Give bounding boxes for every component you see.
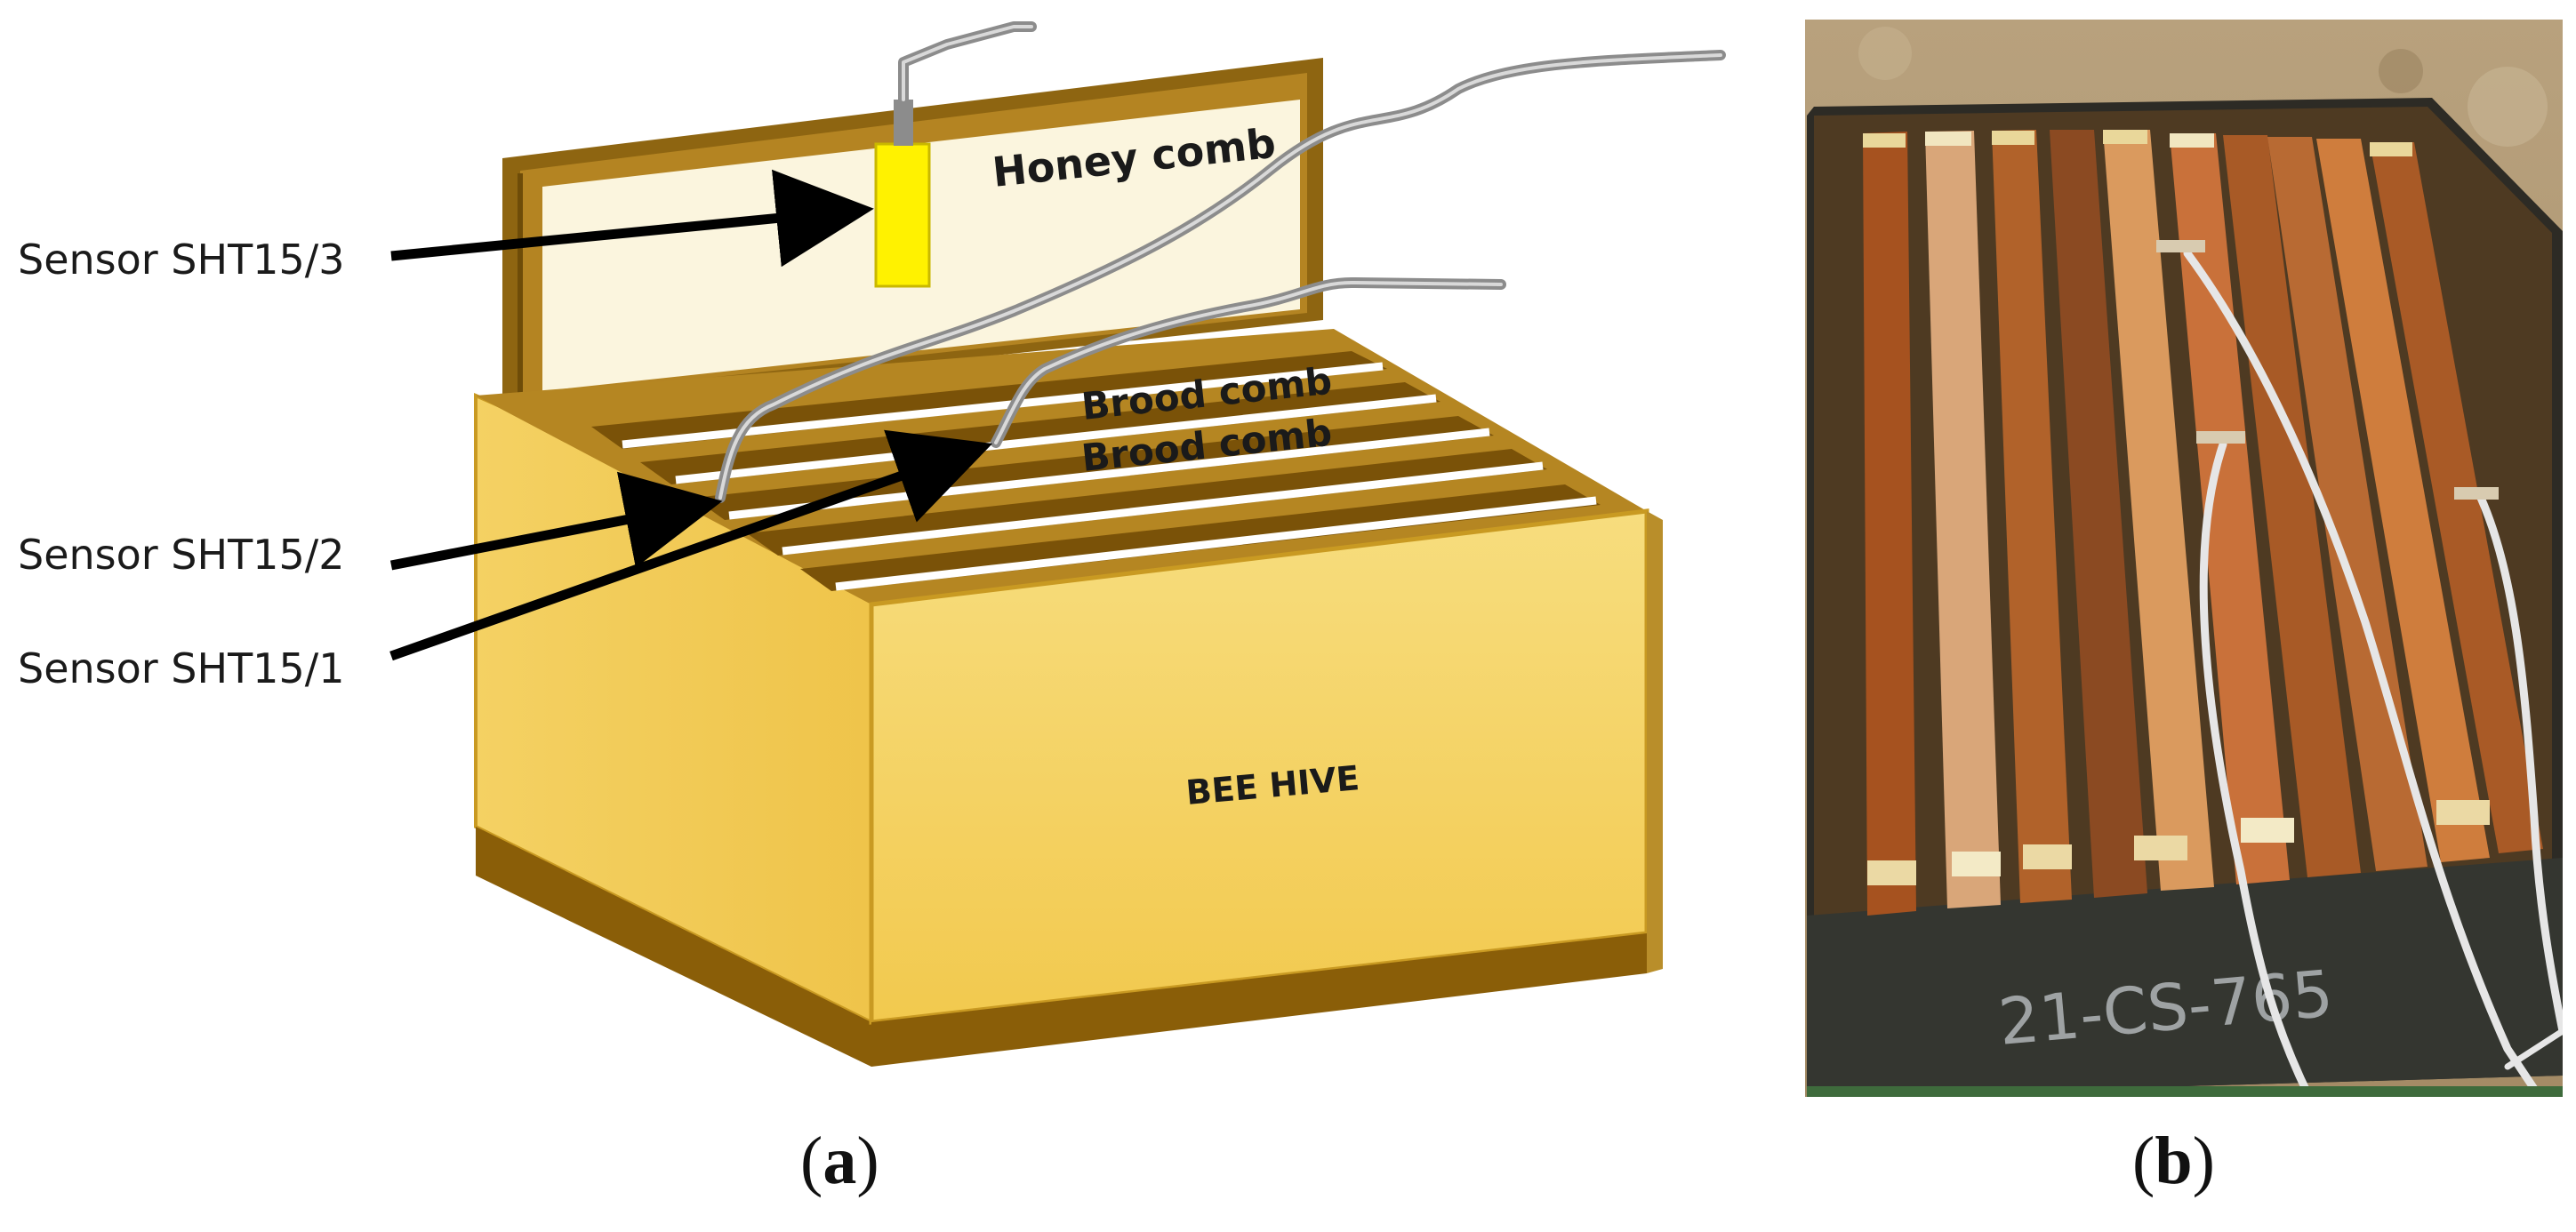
panel-label-b: (b)	[2132, 1124, 2215, 1198]
photo-panel: 21-CS-765	[1805, 20, 2563, 1097]
sensor-cables	[715, 21, 1726, 503]
sensor-3-label: Sensor SHT15/3	[18, 236, 344, 284]
photo-frames	[1863, 130, 2543, 916]
panel-label-a: (a)	[800, 1124, 879, 1198]
hive-base-left	[476, 827, 871, 1067]
sensor-3-block	[874, 142, 931, 288]
diagram-panel: Sensor SHT15/3 Sensor SHT15/2 Sensor SHT…	[18, 21, 1726, 1067]
photo-cables	[2183, 249, 2563, 1097]
arrow-sensor-1	[389, 429, 993, 661]
sensor-2-label: Sensor SHT15/2	[18, 531, 344, 579]
sensor-1-label: Sensor SHT15/1	[18, 644, 344, 692]
hive-base-front	[871, 933, 1647, 1067]
arrow-sensor-3	[390, 169, 874, 268]
arrow-sensor-2	[389, 471, 723, 571]
